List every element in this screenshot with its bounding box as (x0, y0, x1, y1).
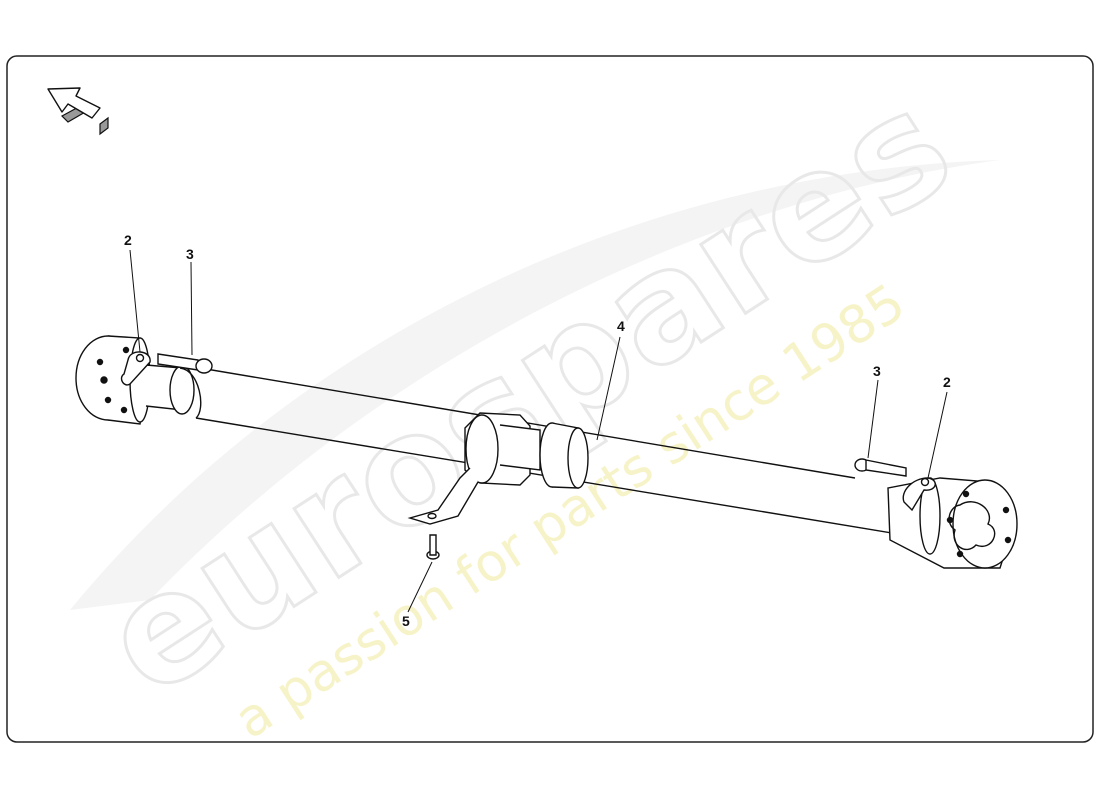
callout-4: 4 (617, 318, 625, 334)
callout-2-left: 2 (124, 232, 132, 248)
callout-5: 5 (402, 613, 410, 629)
diagram-frame (6, 55, 1094, 743)
right-washer (902, 477, 936, 512)
right-bolt (854, 458, 907, 477)
left-flange (75, 335, 202, 425)
leader-lines (129, 249, 948, 613)
callout-3-right: 3 (873, 363, 881, 379)
left-washer (120, 351, 151, 386)
right-flange (887, 477, 1018, 569)
callout-3-left: 3 (186, 246, 194, 262)
bracket-bolt (426, 534, 440, 560)
drive-shaft (75, 335, 1018, 569)
center-bearing (407, 412, 589, 525)
direction-arrow-icon (47, 87, 109, 136)
callout-2-right: 2 (943, 374, 951, 390)
left-bolt (157, 353, 213, 374)
